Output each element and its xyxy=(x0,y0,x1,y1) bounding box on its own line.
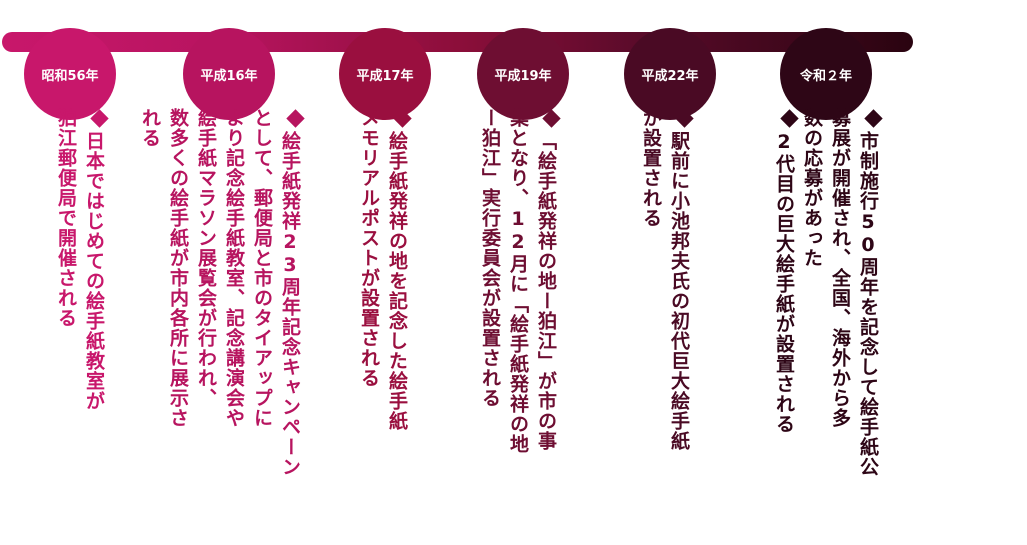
era-label: 平成22年 xyxy=(641,68,699,84)
event-line: 絵手紙発祥23周年記念キャンペーン xyxy=(279,131,301,477)
diamond-bullet-icon xyxy=(393,109,412,128)
event-line: 数多くの絵手紙が市内各所に展示さ xyxy=(167,108,189,428)
event-line: 2代目の巨大絵手紙が設置される xyxy=(773,131,795,434)
event-line: 数の応募があった xyxy=(801,108,823,268)
diamond-bullet-icon xyxy=(780,109,799,128)
event-5: 駅前に小池邦夫氏の初代巨大絵手紙 が設置される xyxy=(637,108,694,538)
era-label: 平成19年 xyxy=(494,68,552,84)
era-circle-5: 平成22年 xyxy=(624,28,716,120)
era-circle-1: 昭和56年 xyxy=(24,28,116,120)
event-line: 「絵手紙発祥の地ー狛江」が市の事 xyxy=(535,131,557,451)
era-label: 昭和56年 xyxy=(41,68,99,84)
event-line: 狛江郵便局で開催される xyxy=(55,108,77,328)
era-circle-4: 平成19年 xyxy=(477,28,569,120)
event-4: 「絵手紙発祥の地ー狛江」が市の事 業となり、12月に「絵手紙発祥の地 ー狛江」実… xyxy=(476,108,561,538)
era-label: 平成16年 xyxy=(200,68,258,84)
event-2: 絵手紙発祥23周年記念キャンペーン として、郵便局と市のタイアップに より記念絵… xyxy=(136,108,305,538)
era-label: 平成17年 xyxy=(356,68,414,84)
diamond-bullet-icon xyxy=(90,109,109,128)
event-line: 募展が開催され、全国、海外から多 xyxy=(829,108,851,428)
event-line: 絵手紙発祥の地を記念した絵手紙 xyxy=(386,131,408,431)
event-line: ー狛江」実行委員会が設置される xyxy=(479,108,501,408)
era-label: 令和２年 xyxy=(799,68,852,84)
diamond-bullet-icon xyxy=(542,109,561,128)
era-circle-6: 令和２年 xyxy=(780,28,872,120)
event-line: が設置される xyxy=(640,108,662,228)
era-circle-3: 平成17年 xyxy=(339,28,431,120)
event-line: 日本ではじめての絵手紙教室が xyxy=(83,131,105,411)
event-line: 市制施行50周年を記念して絵手紙公 xyxy=(857,131,879,477)
event-line: として、郵便局と市のタイアップに xyxy=(251,108,273,428)
diamond-bullet-icon xyxy=(675,109,694,128)
event-line: 業となり、12月に「絵手紙発祥の地 xyxy=(507,108,529,454)
event-line: メモリアルポストが設置される xyxy=(358,108,380,388)
event-line: れる xyxy=(139,108,161,148)
timeline-bar: 昭和56年 平成16年 平成17年 平成19年 平成22年 令和２年 xyxy=(2,28,913,120)
event-line: 絵手紙マラソン展覧会が行われ、 xyxy=(195,108,217,408)
event-1: 日本ではじめての絵手紙教室が 狛江郵便局で開催される xyxy=(52,108,109,538)
event-6: 市制施行50周年を記念して絵手紙公 募展が開催され、全国、海外から多 数の応募が… xyxy=(770,108,883,538)
era-circle-2: 平成16年 xyxy=(183,28,275,120)
event-line: 駅前に小池邦夫氏の初代巨大絵手紙 xyxy=(668,131,690,451)
event-3: 絵手紙発祥の地を記念した絵手紙 メモリアルポストが設置される xyxy=(355,108,412,538)
diamond-bullet-icon xyxy=(286,109,305,128)
event-line: より記念絵手紙教室、記念講演会や xyxy=(223,108,245,428)
diamond-bullet-icon xyxy=(864,109,883,128)
